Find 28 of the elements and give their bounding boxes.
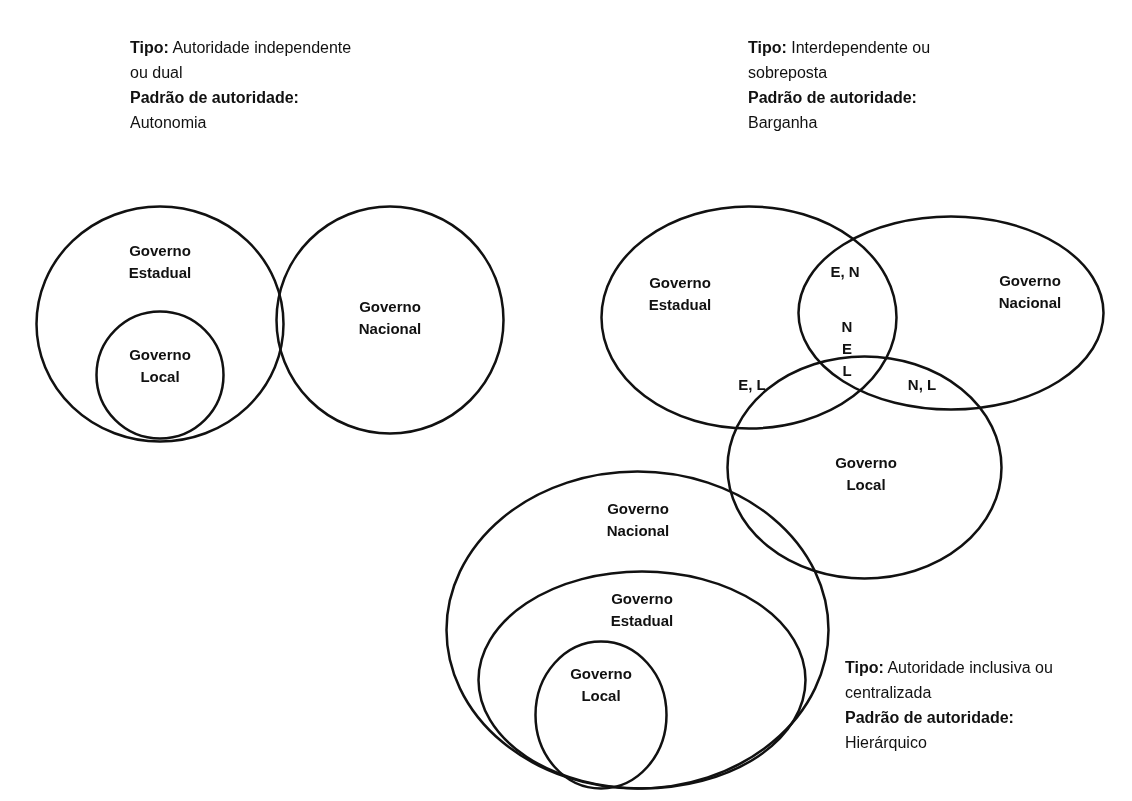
set-label: Governo Nacional — [997, 271, 1063, 313]
set-ellipse — [797, 215, 1105, 411]
type-text: Tipo: Interdependente ou sobreposta — [748, 38, 932, 83]
set-label: Governo Nacional — [357, 297, 423, 339]
set-ellipse — [534, 640, 668, 790]
region-label: E, L — [737, 375, 767, 395]
authority-pattern-text: Padrão de autoridade: Hierárquico — [845, 708, 1015, 753]
set-label: Governo Estadual — [127, 241, 193, 283]
set-label: Governo Estadual — [609, 589, 675, 631]
authority-pattern-text: Padrão de autoridade: Barganha — [748, 88, 918, 133]
set-ellipse — [35, 205, 285, 443]
set-ellipse — [275, 205, 505, 435]
set-ellipse — [600, 205, 898, 430]
region-label: N E L — [840, 317, 854, 381]
region-label: E, N — [829, 262, 861, 282]
set-label: Governo Local — [128, 345, 192, 387]
set-label: Governo Local — [834, 453, 898, 495]
set-ellipse — [477, 570, 807, 790]
region-label: N, L — [906, 375, 938, 395]
set-label: Governo Nacional — [605, 499, 671, 541]
type-text: Tipo: Autoridade independente ou dual — [130, 38, 353, 83]
set-label: Governo Estadual — [647, 273, 713, 315]
set-ellipse — [95, 310, 225, 440]
authority-pattern-text: Padrão de autoridade: Autonomia — [130, 88, 300, 133]
set-ellipse — [726, 355, 1003, 580]
set-ellipse — [445, 470, 830, 790]
set-label: Governo Local — [569, 664, 633, 706]
type-text: Tipo: Autoridade inclusiva ou centralizada — [845, 658, 1054, 703]
